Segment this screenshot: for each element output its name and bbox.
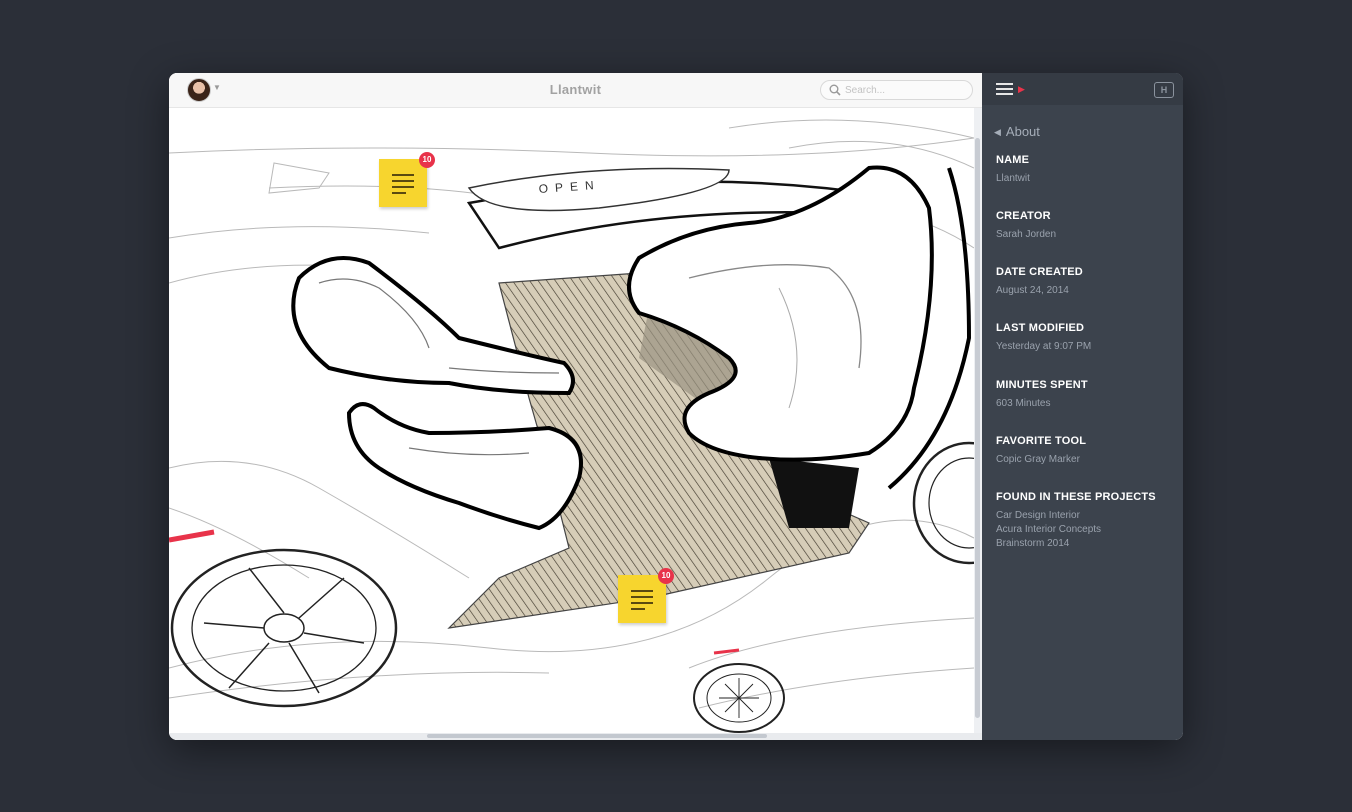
chevron-down-icon[interactable]: ▼ — [213, 83, 221, 92]
field-value-minutes-spent: 603 Minutes — [996, 398, 1051, 409]
note-marker-2[interactable]: 10 — [618, 568, 674, 623]
vertical-scrollbar[interactable] — [974, 108, 982, 733]
sketch-area: ▼ Llantwit — [169, 73, 982, 740]
project-link[interactable]: Brainstorm 2014 — [996, 538, 1070, 549]
sketch-canvas[interactable]: OPEN — [169, 108, 974, 733]
red-caret-icon: ▶ — [1018, 84, 1025, 94]
back-label: About — [1005, 124, 1040, 139]
avatar[interactable] — [187, 78, 211, 102]
app-window: ▼ Llantwit — [169, 73, 1183, 740]
note-marker-1[interactable]: 10 — [379, 152, 435, 207]
field-label-name: NAME — [996, 154, 1030, 166]
field-label-creator: CREATOR — [996, 210, 1051, 222]
field-value-name: Llantwit — [996, 173, 1030, 184]
field-value-favorite-tool: Copic Gray Marker — [996, 454, 1080, 465]
project-link[interactable]: Acura Interior Concepts — [996, 524, 1102, 535]
field-value-last-modified: Yesterday at 9:07 PM — [996, 341, 1092, 352]
back-button[interactable]: ◀ About — [994, 124, 1040, 139]
search-box[interactable] — [820, 80, 973, 100]
sidebar-toolbar: ▶ H — [982, 73, 1183, 105]
field-value-date-created: August 24, 2014 — [996, 285, 1069, 296]
horizontal-scrollbar[interactable] — [169, 733, 982, 740]
search-input[interactable] — [843, 82, 967, 98]
project-link[interactable]: Car Design Interior — [996, 510, 1080, 521]
car-interior-sketch: OPEN — [169, 119, 974, 733]
horizontal-scroll-thumb[interactable] — [427, 734, 767, 738]
field-label-projects: FOUND IN THESE PROJECTS — [996, 491, 1156, 503]
vertical-scroll-thumb[interactable] — [975, 138, 980, 718]
back-chevron-icon: ◀ — [994, 127, 1001, 137]
note-badge: 10 — [419, 152, 435, 168]
field-label-minutes-spent: MINUTES SPENT — [996, 379, 1088, 391]
field-label-date-created: DATE CREATED — [996, 266, 1083, 278]
svg-text:OPEN: OPEN — [538, 178, 601, 196]
info-sidebar: ▶ H ◀ About NAME Llantwit CREATOR Sarah J… — [982, 73, 1183, 740]
field-label-favorite-tool: FAVORITE TOOL — [996, 435, 1087, 447]
field-label-last-modified: LAST MODIFIED — [996, 322, 1085, 334]
search-icon — [829, 84, 841, 96]
document-title: Llantwit — [549, 82, 602, 97]
brand-logo-icon: H — [1154, 82, 1174, 98]
top-bar: ▼ Llantwit — [169, 73, 982, 108]
note-badge: 10 — [658, 568, 674, 584]
hamburger-icon[interactable] — [996, 83, 1013, 96]
field-value-creator: Sarah Jorden — [996, 229, 1057, 240]
